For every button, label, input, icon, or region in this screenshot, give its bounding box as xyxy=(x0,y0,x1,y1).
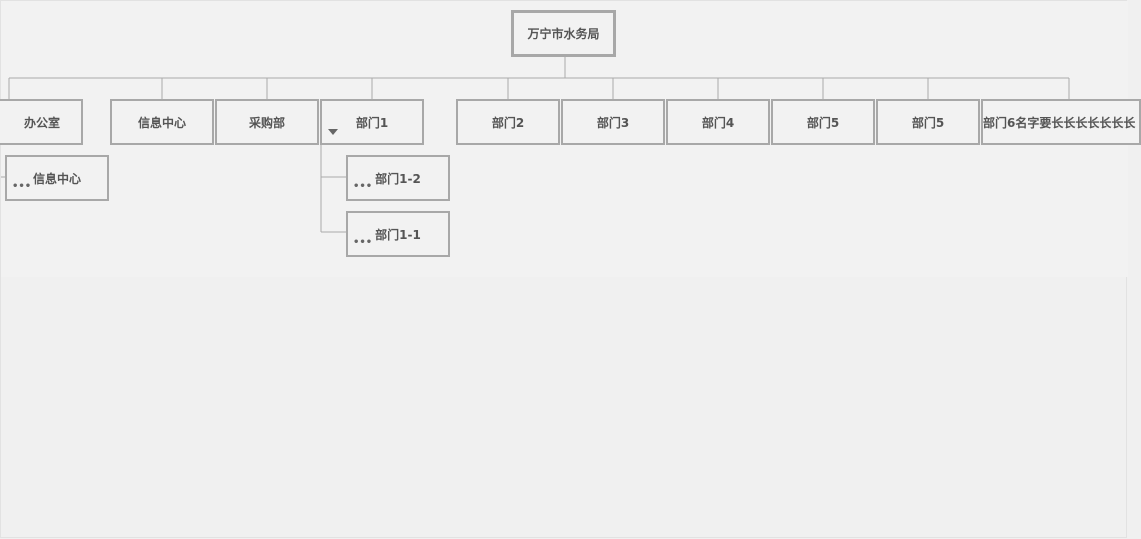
dept-node-dept5b[interactable]: 部门5 xyxy=(876,99,980,145)
dept-node-dept5a[interactable]: 部门5 xyxy=(771,99,875,145)
dept-node-dept4[interactable]: 部门4 xyxy=(666,99,770,145)
dept-node-dept2-label: 部门2 xyxy=(491,115,525,130)
dept-node-dept2[interactable]: 部门2 xyxy=(456,99,560,145)
dept-node-info[interactable]: 信息中心 xyxy=(110,99,214,145)
dept-node-office-label: 办公室 xyxy=(23,115,60,130)
root-node-label: 万宁市水务局 xyxy=(527,27,600,41)
dept-node-dept3-label: 部门3 xyxy=(596,115,630,130)
dept-node-purchase-label: 采购部 xyxy=(248,115,285,130)
root-node[interactable]: 万宁市水务局 xyxy=(511,10,616,57)
dept-node-dept3[interactable]: 部门3 xyxy=(561,99,665,145)
child-node-dept1-2-label: 部门1-2 xyxy=(375,171,421,186)
dept-node-dept1-label: 部门1 xyxy=(355,115,389,130)
dept-node-dept5a-label: 部门5 xyxy=(806,115,840,130)
dept-node-info-label: 信息中心 xyxy=(137,115,186,130)
child-node-office-info[interactable]: ••• 信息中心 xyxy=(5,155,109,201)
dept-node-dept1[interactable]: 部门1 xyxy=(320,99,424,145)
ellipsis-icon[interactable]: ••• xyxy=(12,181,32,192)
child-node-dept1-1[interactable]: ••• 部门1-1 xyxy=(346,211,450,257)
dept-node-dept6-label: 部门6名字要长长长长长长长 xyxy=(983,115,1136,130)
child-node-office-info-label: 信息中心 xyxy=(32,171,81,186)
child-node-dept1-2[interactable]: ••• 部门1-2 xyxy=(346,155,450,201)
dept-node-office[interactable]: 办公室 xyxy=(0,99,83,145)
ellipsis-icon[interactable]: ••• xyxy=(353,237,373,248)
dept-node-dept5b-label: 部门5 xyxy=(911,115,945,130)
caret-down-icon[interactable] xyxy=(328,129,338,135)
dept-node-dept4-label: 部门4 xyxy=(701,115,735,130)
dept-node-dept6[interactable]: 部门6名字要长长长长长长长 xyxy=(981,99,1141,145)
child-node-dept1-1-label: 部门1-1 xyxy=(375,227,421,242)
dept-node-purchase[interactable]: 采购部 xyxy=(215,99,319,145)
ellipsis-icon[interactable]: ••• xyxy=(353,181,373,192)
